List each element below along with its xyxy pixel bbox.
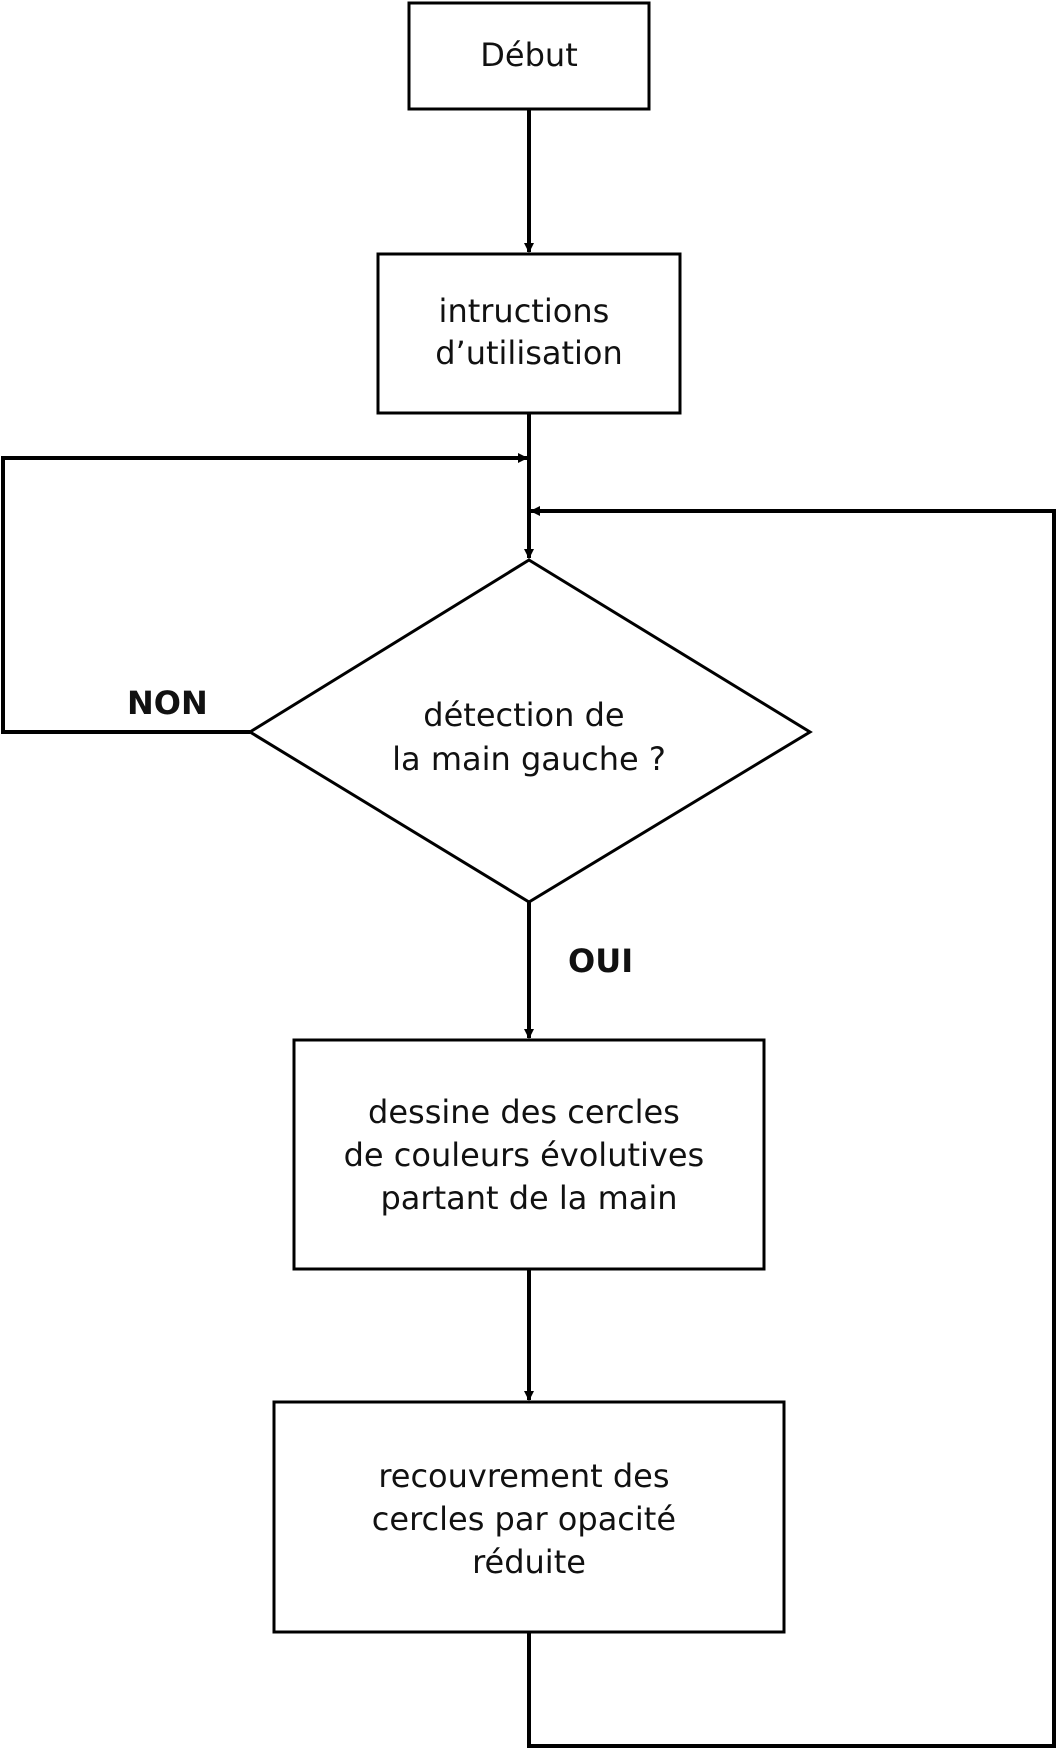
node-instructions-label-line-2: d’utilisation [435, 334, 623, 372]
node-start: Début [407, 1, 651, 111]
node-start-label-line-1: Début [480, 36, 577, 74]
node-decision-label: détection de la main gauche ? [392, 696, 666, 778]
node-overlay-label: recouvrement des cercles par opacité réd… [372, 1457, 686, 1581]
node-draw-circles-label-line-1: dessine des cercles [368, 1093, 680, 1131]
node-instructions-box [376, 252, 682, 415]
node-draw-circles-box [292, 1038, 766, 1271]
node-decision-diamond [247, 558, 813, 904]
node-draw-circles-label-line-3: partant de la main [380, 1179, 677, 1217]
node-instructions: intructions d’utilisation [376, 252, 682, 415]
node-draw-circles-label-line-2: de couleurs évolutives [344, 1136, 705, 1174]
node-overlay-label-line-1: recouvrement des [378, 1457, 669, 1495]
node-decision-label-line-1: détection de [423, 696, 624, 734]
node-decision: détection de la main gauche ? [247, 558, 813, 904]
edge-label-yes: OUI [568, 942, 633, 980]
node-overlay-label-line-2: cercles par opacité [372, 1500, 676, 1538]
node-draw-circles-label: dessine des cercles de couleurs évolutiv… [344, 1093, 715, 1217]
edge-overlay-loop-back [527, 506, 1056, 1748]
edge-label-no: NON [127, 684, 208, 722]
node-instructions-label: intructions d’utilisation [435, 292, 623, 372]
node-overlay: recouvrement des cercles par opacité réd… [272, 1400, 786, 1634]
node-decision-label-line-2: la main gauche ? [392, 740, 666, 778]
edge-decision-no-loop [1, 453, 528, 734]
node-start-box [407, 1, 651, 111]
node-instructions-label-line-1: intructions [439, 292, 610, 330]
node-draw-circles: dessine des cercles de couleurs évolutiv… [292, 1038, 766, 1271]
node-start-label: Début [480, 36, 577, 74]
node-overlay-box [272, 1400, 786, 1634]
node-overlay-label-line-3: réduite [472, 1543, 586, 1581]
